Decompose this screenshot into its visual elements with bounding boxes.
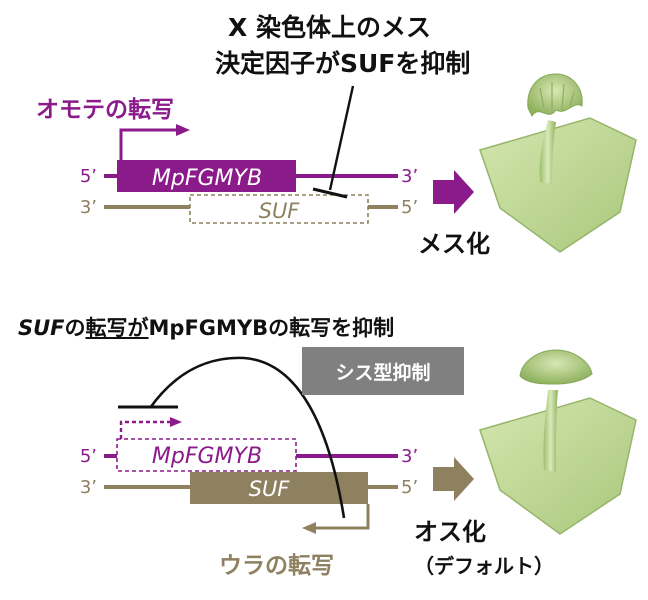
top-sense-strand bbox=[104, 160, 398, 192]
bottom-title-rest: の転写を抑制 bbox=[268, 316, 395, 340]
bottom-strand-3-label: 3’ bbox=[80, 477, 97, 498]
bottom-title-transcription-underlined: 転写が bbox=[85, 316, 149, 340]
top-mpfgmyb-gene-box bbox=[117, 160, 296, 192]
top-strand-3-label: 3’ bbox=[401, 166, 418, 187]
top-outcome-arrow bbox=[433, 170, 474, 214]
bottom-outcome-arrow bbox=[433, 457, 474, 501]
top-title-line-2: 決定因子がSUFを抑制 bbox=[215, 49, 471, 78]
bottom-suf-gene-label: SUF bbox=[249, 477, 291, 501]
top-sense-transcription-arrow bbox=[119, 128, 178, 160]
bottom-strand-5-bottom-label: 5’ bbox=[401, 477, 418, 498]
top-strand-5-bottom-label: 5’ bbox=[401, 197, 418, 218]
default-note-label: （デフォルト） bbox=[414, 554, 554, 578]
cis-repression-badge: シス型抑制 bbox=[302, 347, 464, 395]
top-strand-5-label: 5’ bbox=[80, 166, 97, 187]
top-suf-gene-box bbox=[189, 194, 369, 224]
bottom-suppressed-transcription-arrow bbox=[119, 420, 172, 439]
bottom-strand-5-label: 5’ bbox=[80, 446, 97, 467]
bottom-title-mpfgmyb: MpFGMYB bbox=[148, 316, 269, 340]
female-plant-illustration bbox=[479, 73, 637, 253]
cis-repression-arc bbox=[148, 356, 346, 519]
bottom-mpfgmyb-gene-label: MpFGMYB bbox=[152, 444, 262, 469]
top-sense-arrowhead bbox=[176, 124, 190, 136]
bottom-suppressed-arrowhead bbox=[170, 417, 182, 427]
top-mpfgmyb-gene-label: MpFGMYB bbox=[152, 166, 262, 191]
bottom-antisense-arrowhead bbox=[302, 522, 316, 534]
top-strand-3-bottom-label: 3’ bbox=[80, 197, 97, 218]
male-outcome-label: オス化 bbox=[414, 518, 486, 546]
bottom-title-no: の bbox=[64, 316, 86, 340]
bottom-strand-3-label: 3’ bbox=[401, 446, 418, 467]
top-title-line-1: X 染色体上のメス bbox=[228, 13, 431, 42]
bottom-antisense-transcription-arrow bbox=[314, 504, 370, 530]
female-outcome-label: メス化 bbox=[418, 230, 490, 258]
antisense-transcription-label: ウラの転写 bbox=[219, 553, 334, 579]
bottom-title-suf: SUF bbox=[18, 316, 65, 340]
bottom-title: SUFの転写がMpFGMYBの転写を抑制 bbox=[18, 312, 394, 342]
bottom-mpfgmyb-gene-box bbox=[116, 438, 297, 472]
top-repression-bar bbox=[312, 187, 348, 199]
sense-transcription-label: オモテの転写 bbox=[36, 97, 174, 123]
male-plant-illustration bbox=[479, 349, 637, 535]
top-repression-line bbox=[328, 85, 355, 191]
top-suf-gene-label: SUF bbox=[259, 199, 301, 223]
